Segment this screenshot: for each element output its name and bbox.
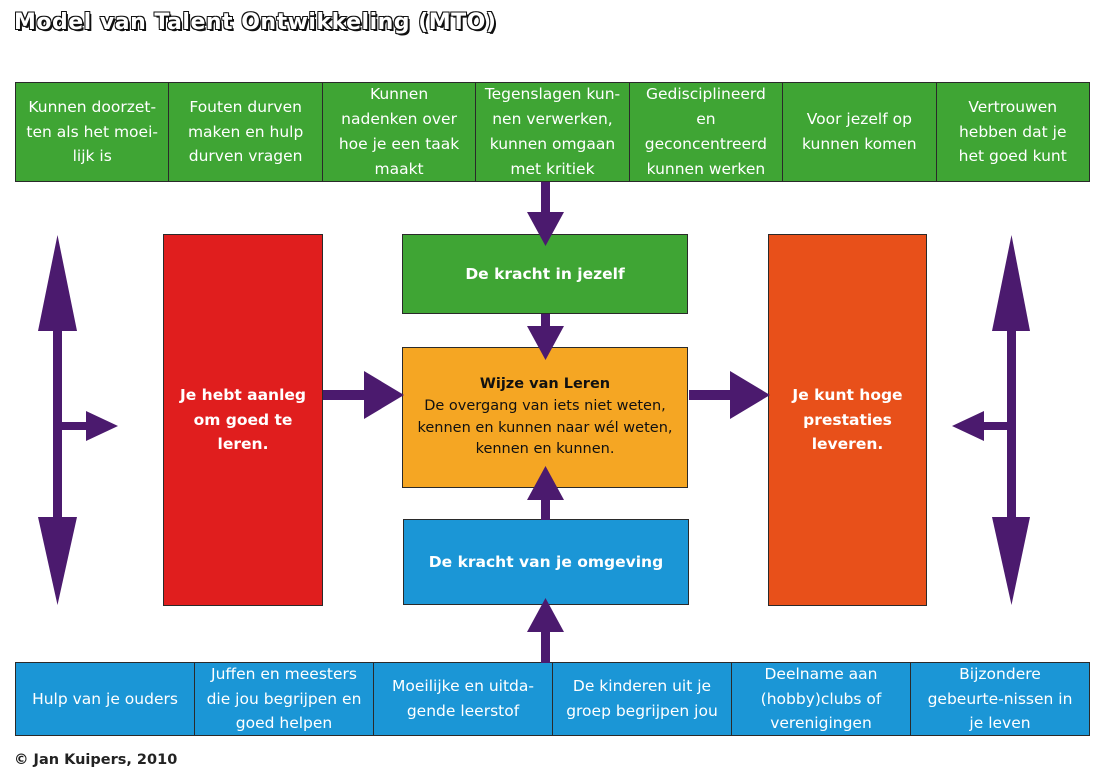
- arrow-right-icon: [323, 371, 404, 419]
- bottom-cell: Moeilijke en uitda-gende leerstof: [374, 663, 553, 735]
- learning-style-heading: Wijze van Leren: [479, 376, 611, 392]
- arrow-down-icon: [527, 182, 564, 246]
- bottom-cell: Deelname aan (hobby)clubs of vereniginge…: [732, 663, 911, 735]
- top-cell: Voor jezelf op kunnen komen: [783, 83, 937, 181]
- bottom-cell: Bijzondere gebeurte-nissen in je leven: [927, 664, 1073, 733]
- bottom-cell: Juffen en meesters die jou begrijpen en …: [195, 663, 374, 735]
- top-cell: Fouten durven maken en hulp durven vrage…: [169, 83, 323, 181]
- top-cell: Kunnen nadenken over hoe je een taak maa…: [323, 83, 477, 181]
- bottom-row: Hulp van je ouders Juffen en meesters di…: [15, 662, 1090, 736]
- arrow-up-icon: [527, 466, 564, 520]
- performance-box: Je kunt hoge prestaties leveren.: [768, 234, 927, 606]
- arrow-up-icon: [527, 598, 564, 663]
- top-cell: Vertrouwen hebben dat je het goed kunt: [958, 97, 1067, 166]
- double-arrow-vertical-icon: [952, 235, 1030, 605]
- inner-strength-box: De kracht in jezelf: [402, 234, 688, 314]
- double-arrow-vertical-icon: [38, 235, 118, 605]
- bottom-cell: De kinderen uit je groep begrijpen jou: [553, 663, 732, 735]
- learning-style-body: De overgang van iets niet weten, kennen …: [417, 397, 673, 458]
- environment-strength-box: De kracht van je omgeving: [403, 519, 689, 605]
- bottom-cell: Hulp van je ouders: [16, 663, 195, 735]
- arrow-right-icon: [689, 371, 770, 419]
- aptitude-box: Je hebt aanleg om goed te leren.: [163, 234, 323, 606]
- diagram-title: Model van Talent Ontwikkeling (MTO): [13, 9, 497, 35]
- copyright-notice: © Jan Kuipers, 2010: [14, 752, 178, 768]
- top-cell: Gedisciplineerd en geconcentreerd kunnen…: [630, 83, 784, 181]
- learning-style-box: Wijze van Leren De overgang van iets nie…: [402, 347, 688, 488]
- arrow-down-icon: [527, 314, 564, 360]
- top-cell: Kunnen doorzet-ten als het moei-lijk is: [16, 83, 170, 181]
- top-cell: Tegenslagen kun-nen verwerken, kunnen om…: [476, 83, 630, 181]
- top-row: Kunnen doorzet-ten als het moei-lijk is …: [15, 82, 1090, 182]
